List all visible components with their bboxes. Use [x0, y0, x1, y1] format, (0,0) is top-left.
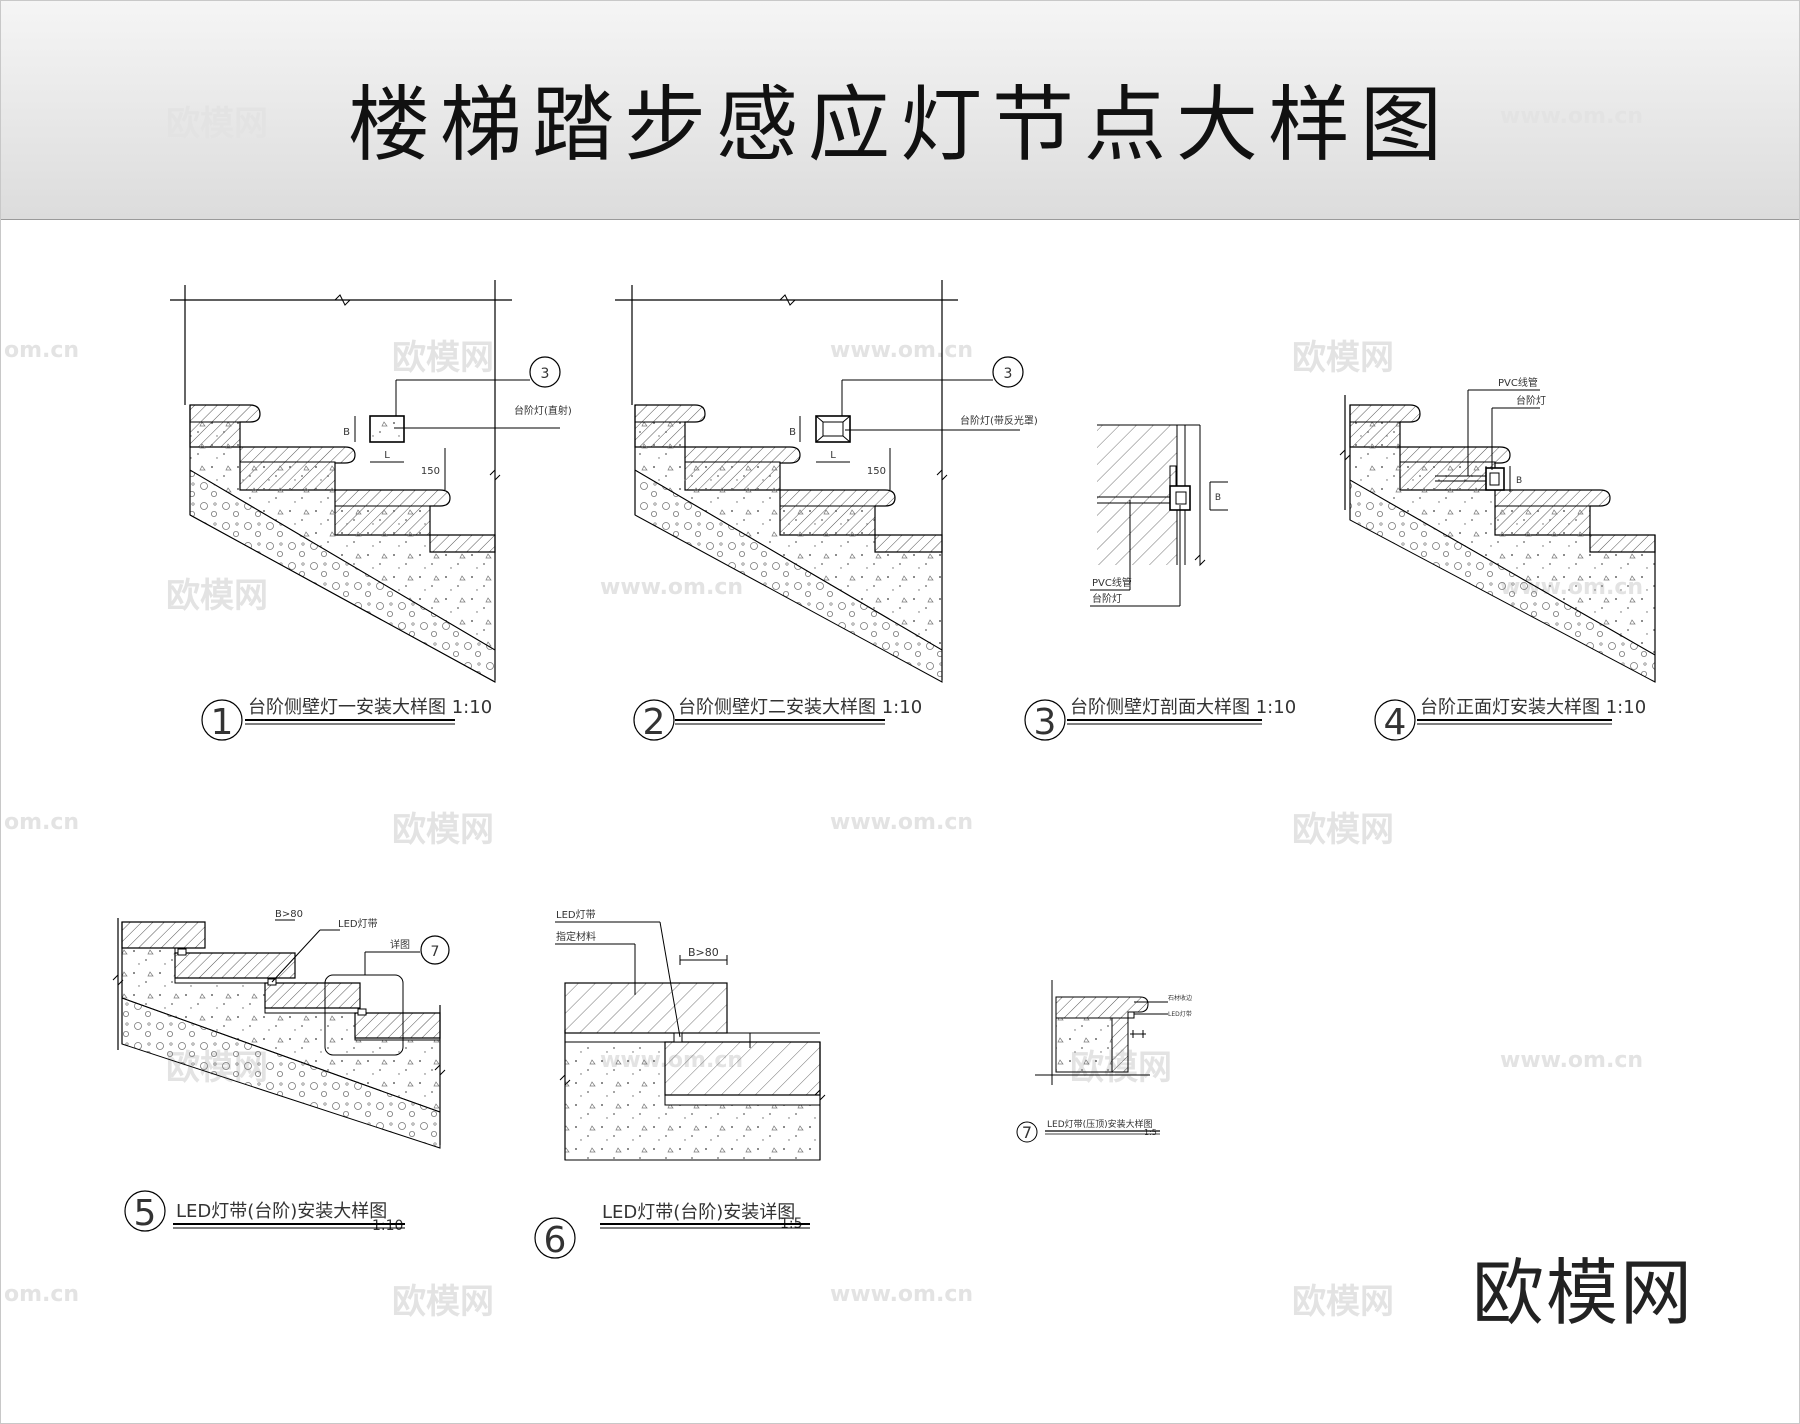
detail-3-caption: 台阶侧壁灯剖面大样图 1:10 — [1070, 697, 1296, 718]
detail-5-scale: 1:10 — [372, 1218, 403, 1234]
detail-7-caption: LED灯带(压顶)安装大样图 — [1047, 1118, 1153, 1130]
watermark-cn: 欧模网 — [166, 104, 268, 144]
watermark-url: www.om.cn — [830, 1282, 974, 1307]
detail-3-label-lamp: 台阶灯 — [1092, 592, 1122, 605]
watermark-cn: 欧模网 — [1292, 338, 1394, 378]
detail-2-lamp-label: 台阶灯(带反光罩) — [960, 414, 1038, 427]
detail-2-dim-b: B — [789, 427, 796, 438]
detail-5: B>80 LED灯带 详图 7 5 LED灯带(台阶)安装大样图 1:10 — [112, 909, 450, 1234]
detail-7-label-a: 石材收边 — [1168, 994, 1192, 1002]
detail-4-caption: 台阶正面灯安装大样图 1:10 — [1420, 697, 1646, 718]
detail-3-label-pvc: PVC线管 — [1092, 576, 1132, 589]
detail-7-scale: 1:5 — [1144, 1128, 1157, 1137]
detail-1-dim-h: 150 — [421, 466, 440, 477]
watermark-cn: 欧模网 — [1292, 1282, 1394, 1322]
detail-1-caption: 台阶侧壁灯一安装大样图 1:10 — [248, 697, 492, 718]
brand-logo-text: 欧模网 — [1472, 1251, 1695, 1335]
watermark-cn: 欧模网 — [392, 810, 494, 850]
watermark-cn: 欧模网 — [392, 1282, 494, 1322]
detail-2: 3 台阶灯(带反光罩) B L 150 2 台阶侧壁灯二安装大样图 1:10 — [615, 280, 1038, 743]
detail-6-number: 6 — [544, 1220, 567, 1261]
detail-7-label-b: LED灯带 — [1168, 1010, 1192, 1018]
callout-1-number: 3 — [541, 366, 550, 382]
watermark-url: www.om.cn — [1500, 1048, 1644, 1073]
detail-3-number: 3 — [1034, 702, 1057, 743]
detail-7-number: 7 — [1022, 1123, 1032, 1142]
detail-5-label-detail: 详图 — [390, 938, 410, 951]
detail-6: LED灯带 指定材料 B>80 6 LED灯带(台阶)安装详图 1:5 — [534, 909, 826, 1261]
detail-5-number: 5 — [134, 1193, 157, 1234]
callout-5-number: 7 — [431, 944, 440, 960]
detail-1-number: 1 — [211, 702, 234, 743]
detail-4-label-lamp: 台阶灯 — [1516, 394, 1546, 407]
watermark-url: om.cn — [4, 338, 80, 363]
watermark-url: www.om.cn — [600, 575, 744, 600]
detail-2-number: 2 — [643, 702, 666, 743]
detail-6-label-material: 指定材料 — [556, 930, 596, 943]
watermark-url: www.om.cn — [830, 338, 974, 363]
detail-1-lamp-label: 台阶灯(直射) — [514, 404, 572, 417]
watermark-cn: 欧模网 — [166, 576, 268, 616]
watermark-cn: 欧模网 — [1292, 810, 1394, 850]
detail-7: 石材收边 LED灯带 7 LED灯带(压顶)安装大样图 1:5 — [1016, 980, 1192, 1143]
watermark-url: www.om.cn — [830, 810, 974, 835]
detail-4-dim-b: B — [1516, 476, 1522, 486]
detail-5-dim: B>80 — [275, 909, 303, 920]
detail-2-caption: 台阶侧壁灯二安装大样图 1:10 — [678, 697, 922, 718]
watermark-url: www.om.cn — [1500, 104, 1644, 129]
detail-1-dim-l: L — [384, 450, 390, 461]
callout-2-number: 3 — [1004, 366, 1013, 382]
watermark-cn: 欧模网 — [392, 338, 494, 378]
detail-4-label-pvc: PVC线管 — [1498, 376, 1538, 389]
detail-3: B PVC线管 台阶灯 3 台阶侧壁灯剖面大样图 1:10 — [1024, 424, 1296, 743]
detail-2-dim-l: L — [830, 450, 836, 461]
detail-5-label-led: LED灯带 — [338, 918, 378, 930]
watermark-url: om.cn — [4, 1282, 80, 1307]
detail-2-dim-h: 150 — [867, 466, 886, 477]
detail-1-dim-b: B — [343, 427, 350, 438]
page-title: 楼梯踏步感应灯节点大样图 — [347, 78, 1452, 173]
detail-6-dim: B>80 — [688, 946, 719, 959]
detail-6-caption: LED灯带(台阶)安装详图 — [602, 1202, 795, 1223]
detail-1: 3 台阶灯(直射) B L 150 1 台阶侧壁灯一安装大样图 1:10 — [170, 280, 572, 743]
detail-5-caption: LED灯带(台阶)安装大样图 — [176, 1201, 387, 1222]
detail-4: PVC线管 台阶灯 B 4 台阶正面灯安装大样图 1:10 — [1339, 376, 1656, 743]
detail-3-dim-b: B — [1215, 493, 1221, 503]
detail-4-number: 4 — [1384, 702, 1407, 743]
title-banner — [1, 1, 1799, 220]
watermark-url: om.cn — [4, 810, 80, 835]
detail-6-label-led: LED灯带 — [556, 909, 596, 921]
